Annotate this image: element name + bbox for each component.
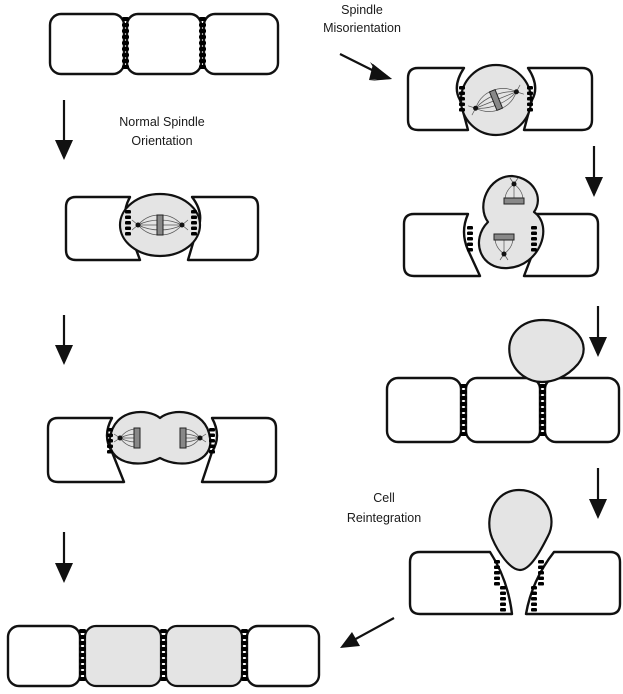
label-cell-reintegration-line1: Cell — [373, 491, 395, 505]
label-spindle-misorientation-line1: Spindle — [341, 3, 383, 17]
epithelium-result-row — [6, 624, 321, 688]
label-normal-spindle-line1: Normal Spindle — [119, 115, 205, 129]
arrow-down-left-2 — [55, 315, 73, 365]
label-spindle-misorientation-line2: Misorientation — [323, 21, 401, 35]
arrow-down-right-3 — [589, 468, 607, 519]
normal-spindle-mitosis — [64, 192, 260, 262]
normal-cytokinesis — [46, 410, 278, 484]
arrow-down-right-1 — [585, 146, 603, 197]
label-cell-reintegration-line2: Reintegration — [347, 511, 421, 525]
arrow-diagonal-misorientation — [339, 53, 392, 81]
misoriented-cytokinesis — [402, 174, 600, 278]
label-normal-spindle-line2: Orientation — [131, 134, 192, 148]
arrow-down-left-3 — [55, 532, 73, 583]
reintegrating-cell — [408, 488, 622, 616]
epithelium-row-1 — [48, 12, 280, 76]
arrow-diagonal-to-result — [340, 617, 395, 648]
arrow-down-left-1 — [55, 100, 73, 160]
misoriented-spindle-mitosis — [406, 63, 594, 137]
extruded-daughter-cell — [385, 318, 621, 444]
arrow-down-right-2 — [589, 306, 607, 357]
